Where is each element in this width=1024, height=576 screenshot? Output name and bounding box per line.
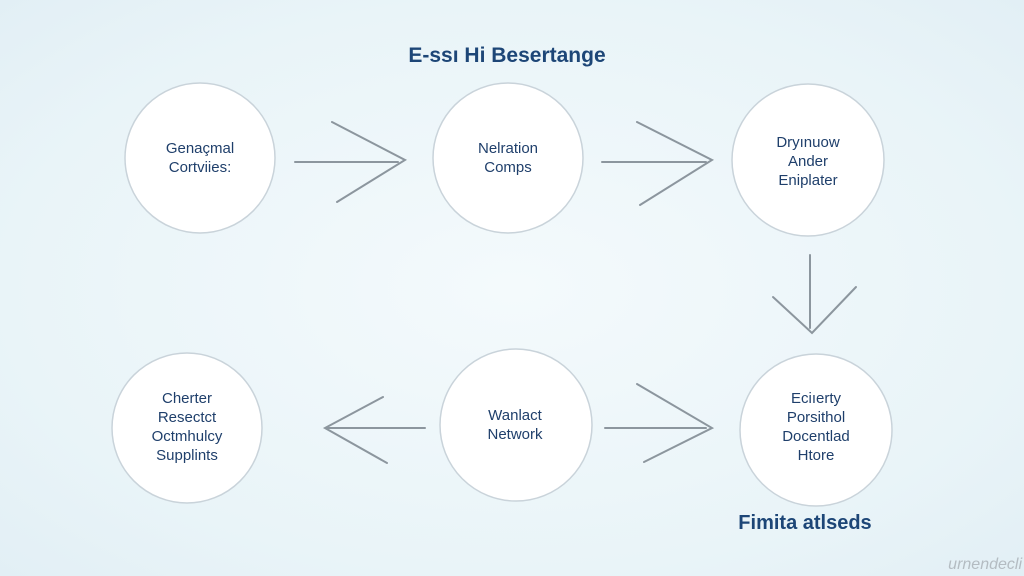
arrow-3-to-6 <box>772 254 857 335</box>
node-label-line: Comps <box>484 159 532 176</box>
node-label-line: Octmhulcy <box>151 428 223 445</box>
node-label-line: Porsithol <box>786 409 846 426</box>
node-label-line: Network <box>487 426 543 443</box>
node-label-line: Cherter <box>161 390 213 407</box>
node-circle-3 <box>731 83 885 237</box>
diagram-title: E-ssı Hi Besertange <box>408 44 606 67</box>
node-circle-1 <box>124 82 276 234</box>
node-label-line: Ander <box>787 153 829 170</box>
node-label-line: Eciıerty <box>790 390 841 407</box>
node-label-5: Wanlact Network <box>440 406 590 444</box>
footer-caption: Fimita atlseds <box>738 512 872 534</box>
watermark: urnendecli <box>948 556 1022 573</box>
node-circle-5 <box>439 348 593 502</box>
node-label-line: Resectct <box>157 409 217 426</box>
node-label-2: Nelration Comps <box>433 139 583 177</box>
arrow-5-to-4 <box>322 396 426 464</box>
node-label-line: Dryınuow <box>776 134 840 151</box>
node-label-line: Supplints <box>156 447 218 464</box>
node-label-line: Eniplater <box>778 172 838 189</box>
node-label-line: Docentlad <box>782 428 850 445</box>
node-circle-6 <box>739 353 893 507</box>
node-label-line: Wanlact <box>488 407 542 424</box>
node-circle-4 <box>111 352 263 504</box>
node-label-line: Cortviies: <box>168 159 232 176</box>
node-circle-2 <box>432 82 584 234</box>
node-label-line: Genaçmal <box>165 140 235 157</box>
node-label-line: Htore <box>797 447 835 464</box>
node-label-line: Nelration <box>477 140 539 157</box>
node-label-6: Eciıerty Porsithol Docentlad Htore <box>741 389 891 465</box>
arrow-1-to-2 <box>294 121 408 203</box>
arrow-5-to-6 <box>604 383 715 463</box>
node-label-3: Dryınuow Ander Eniplater <box>733 133 883 190</box>
node-label-1: Genaçmal Cortviies: <box>125 139 275 177</box>
node-label-4: Cherter Resectct Octmhulcy Supplints <box>112 389 262 465</box>
arrow-2-to-3 <box>601 121 715 206</box>
